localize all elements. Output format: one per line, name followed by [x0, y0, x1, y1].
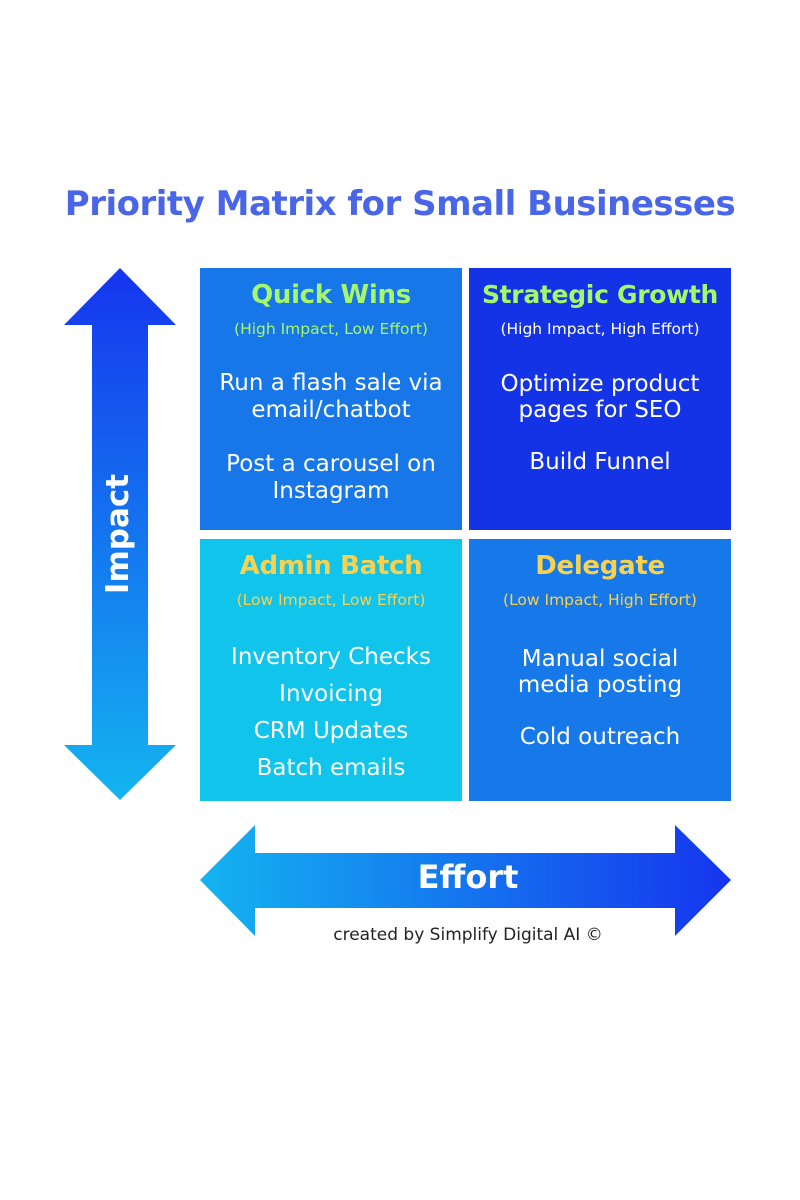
quadrant-heading: Quick Wins: [251, 280, 411, 310]
effort-axis-label: Effort: [417, 858, 519, 896]
quadrant-subheading: (Low Impact, High Effort): [503, 591, 697, 609]
quadrant-item: Invoicing: [279, 681, 383, 707]
quadrant-item: Manual social media posting: [517, 646, 683, 698]
quadrant-item: Optimize product pages for SEO: [500, 371, 700, 423]
quadrant-subheading: (High Impact, Low Effort): [234, 320, 428, 338]
quadrant-item: Run a flash sale via email/chatbot: [219, 370, 443, 423]
quadrant-subheading: (High Impact, High Effort): [500, 320, 700, 338]
quadrant-strategic-growth: Strategic Growth (High Impact, High Effo…: [469, 268, 731, 530]
quadrant-item: Build Funnel: [529, 449, 671, 475]
quadrant-item: Cold outreach: [519, 724, 681, 750]
impact-axis-label: Impact: [100, 473, 136, 595]
quadrant-subheading: (Low Impact, Low Effort): [236, 591, 426, 609]
impact-arrow: [64, 268, 176, 800]
quadrant-item: CRM Updates: [253, 718, 409, 744]
quadrant-item: Batch emails: [256, 755, 406, 781]
quadrant-heading: Admin Batch: [239, 551, 423, 581]
quadrant-quick-wins: Quick Wins (High Impact, Low Effort) Run…: [200, 268, 462, 530]
quadrant-admin-batch: Admin Batch (Low Impact, Low Effort) Inv…: [200, 539, 462, 801]
effort-arrow: [200, 825, 731, 936]
credit-text: created by Simplify Digital AI ©: [333, 925, 603, 945]
quadrant-delegate: Delegate (Low Impact, High Effort) Manua…: [469, 539, 731, 801]
quadrant-heading: Strategic Growth: [481, 280, 719, 309]
quadrant-item: Post a carousel on Instagram: [226, 451, 436, 504]
page-title: Priority Matrix for Small Businesses: [64, 184, 736, 224]
quadrant-item: Inventory Checks: [231, 644, 431, 670]
quadrant-heading: Delegate: [535, 551, 665, 581]
